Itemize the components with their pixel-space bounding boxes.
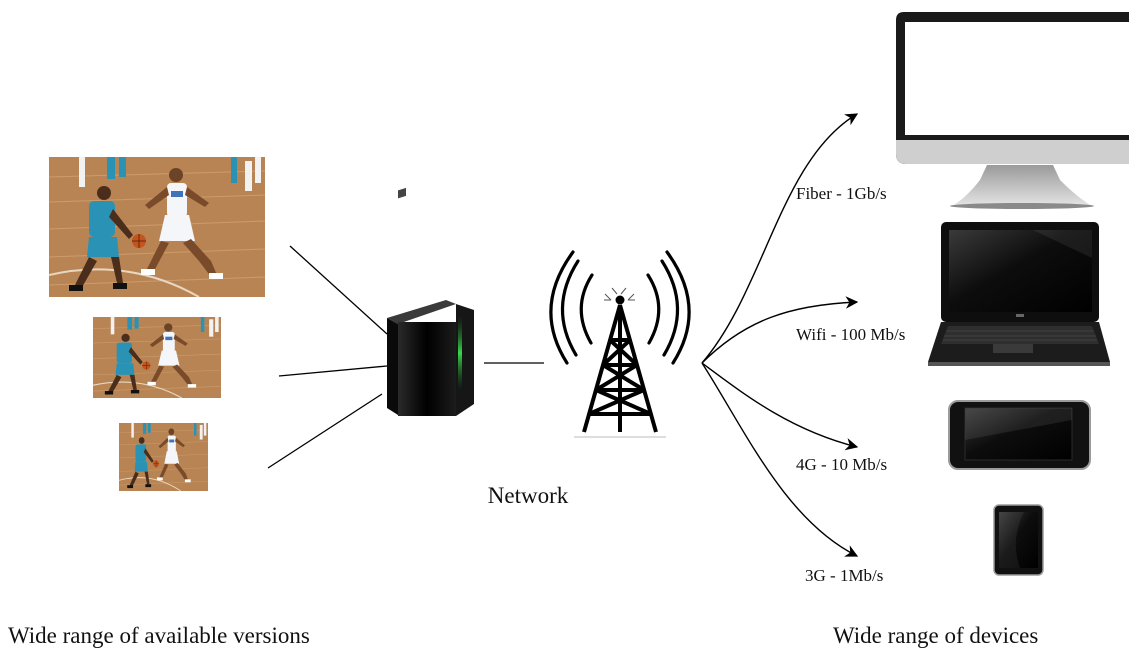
server-icon xyxy=(387,187,474,416)
right-caption: Wide range of devices xyxy=(833,623,1038,648)
desktop-monitor-icon xyxy=(896,12,1129,209)
laptop-icon xyxy=(928,222,1110,366)
network-label: Network xyxy=(488,483,569,508)
small-version-thumbnail xyxy=(119,423,208,491)
fiber-speed-label: Fiber - 1Gb/s xyxy=(796,184,887,203)
4g-speed-label: 4G - 10 Mb/s xyxy=(796,455,887,474)
connection-arrows xyxy=(701,113,859,557)
arrow-3g xyxy=(701,362,859,557)
version-to-server-lines xyxy=(267,245,388,469)
antenna-tower-icon xyxy=(549,250,691,438)
medium-version-thumbnail xyxy=(93,317,221,398)
arrow-wifi xyxy=(701,296,859,364)
left-caption: Wide range of available versions xyxy=(8,623,310,648)
versions-group xyxy=(49,157,265,491)
arrow-4g xyxy=(701,362,859,451)
wifi-speed-label: Wifi - 100 Mb/s xyxy=(796,325,905,344)
large-version-thumbnail xyxy=(49,157,265,297)
link-small-to-server xyxy=(267,393,383,469)
arrow-fiber xyxy=(701,113,859,364)
link-large-to-server xyxy=(289,245,388,335)
tablet-icon xyxy=(948,400,1091,470)
smartphone-icon xyxy=(993,504,1044,576)
link-medium-to-server xyxy=(278,365,388,377)
3g-speed-label: 3G - 1Mb/s xyxy=(805,566,883,585)
